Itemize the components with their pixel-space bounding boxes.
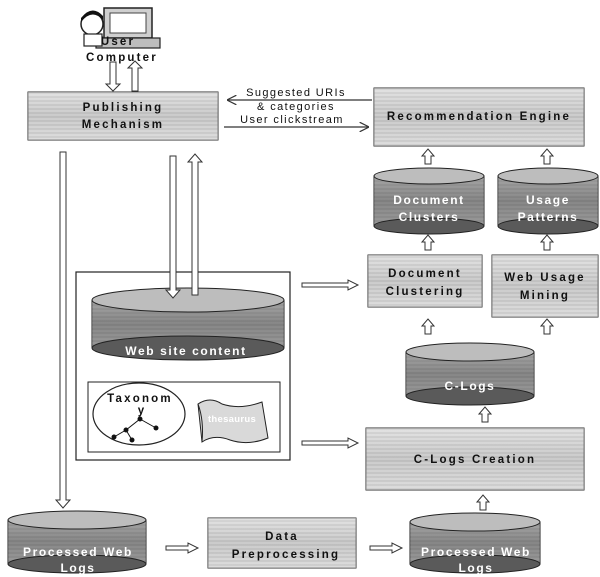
arrow-to-preprocessing: [165, 542, 200, 554]
up-arrows-to-clusters: [420, 234, 555, 251]
document-clusters-label-line2: Clusters: [399, 210, 460, 224]
thesaurus-scroll-icon: [197, 399, 269, 444]
document-clustering-box: [367, 254, 483, 308]
user-publishing-arrows: [104, 60, 144, 92]
web-site-content-cylinder: [91, 287, 285, 361]
user-computer-label-line1: User: [101, 36, 135, 48]
data-preprocessing-box: [207, 517, 357, 569]
web-usage-mining-label-line1: Web Usage: [504, 272, 586, 284]
taxonomy-circle: [92, 382, 186, 446]
web-site-content-label: Web site content: [125, 344, 246, 358]
processed-web-logs-right-label-line2: Logs: [458, 561, 493, 575]
recommendation-engine-box: [373, 87, 585, 147]
up-arrows-from-clogs: [420, 318, 555, 335]
processed-web-logs-right-label-line1: Processed Web: [421, 545, 531, 559]
up-arrows-to-recommendation: [420, 148, 555, 165]
thesaurus-label: thesaurus: [208, 414, 256, 425]
document-clustering-label-line2: Clustering: [386, 286, 465, 298]
taxonomy-label-line1: Taxonom: [107, 393, 173, 405]
usage-patterns-label-line2: Patterns: [518, 210, 579, 224]
processed-web-logs-right-cylinder: [409, 512, 541, 574]
data-preprocessing-label-line2: Preprocessing: [232, 549, 341, 561]
web-usage-mining-label-line2: Mining: [520, 290, 570, 302]
container-arrows: [301, 279, 360, 449]
c-logs-label: C-Logs: [445, 379, 496, 393]
c-logs-creation-label: C-Logs Creation: [414, 454, 536, 466]
user-computer-label-line2: Computer: [86, 52, 158, 64]
processed-web-logs-left-label-line1: Processed Web: [23, 545, 133, 559]
processed-web-logs-left-label-line2: Logs: [60, 561, 95, 575]
arrow-to-processed-right: [369, 542, 404, 554]
recommendation-engine-label: Recommendation Engine: [387, 111, 571, 123]
taxonomy-label-line2: y: [138, 405, 147, 417]
processed-web-logs-left-cylinder: [7, 510, 147, 574]
data-preprocessing-label-line1: Data: [265, 531, 299, 543]
up-arrow-to-clogs-creation: [475, 494, 491, 511]
usage-patterns-cylinder: [497, 167, 599, 235]
c-logs-creation-box: [365, 427, 585, 491]
categories-label: & categories: [257, 101, 335, 113]
usage-patterns-label-line1: Usage: [526, 193, 570, 207]
document-clustering-label-line1: Document: [388, 268, 462, 280]
document-clusters-label-line1: Document: [393, 193, 464, 207]
publishing-vertical-arrows: [54, 151, 204, 509]
c-logs-cylinder: [405, 342, 535, 406]
publishing-recommendation-arrows: [224, 100, 372, 127]
publishing-mechanism-box: [27, 91, 219, 141]
publishing-label-line1: Publishing: [83, 102, 164, 114]
user-computer-icon: [80, 7, 161, 49]
user-clickstream-label: User clickstream: [240, 114, 344, 126]
document-clusters-cylinder: [373, 167, 485, 235]
publishing-label-line2: Mechanism: [82, 119, 164, 131]
up-arrow-to-clogs: [477, 406, 493, 423]
suggested-uris-label: Suggested URIs: [246, 87, 346, 99]
web-usage-mining-box: [491, 254, 599, 318]
